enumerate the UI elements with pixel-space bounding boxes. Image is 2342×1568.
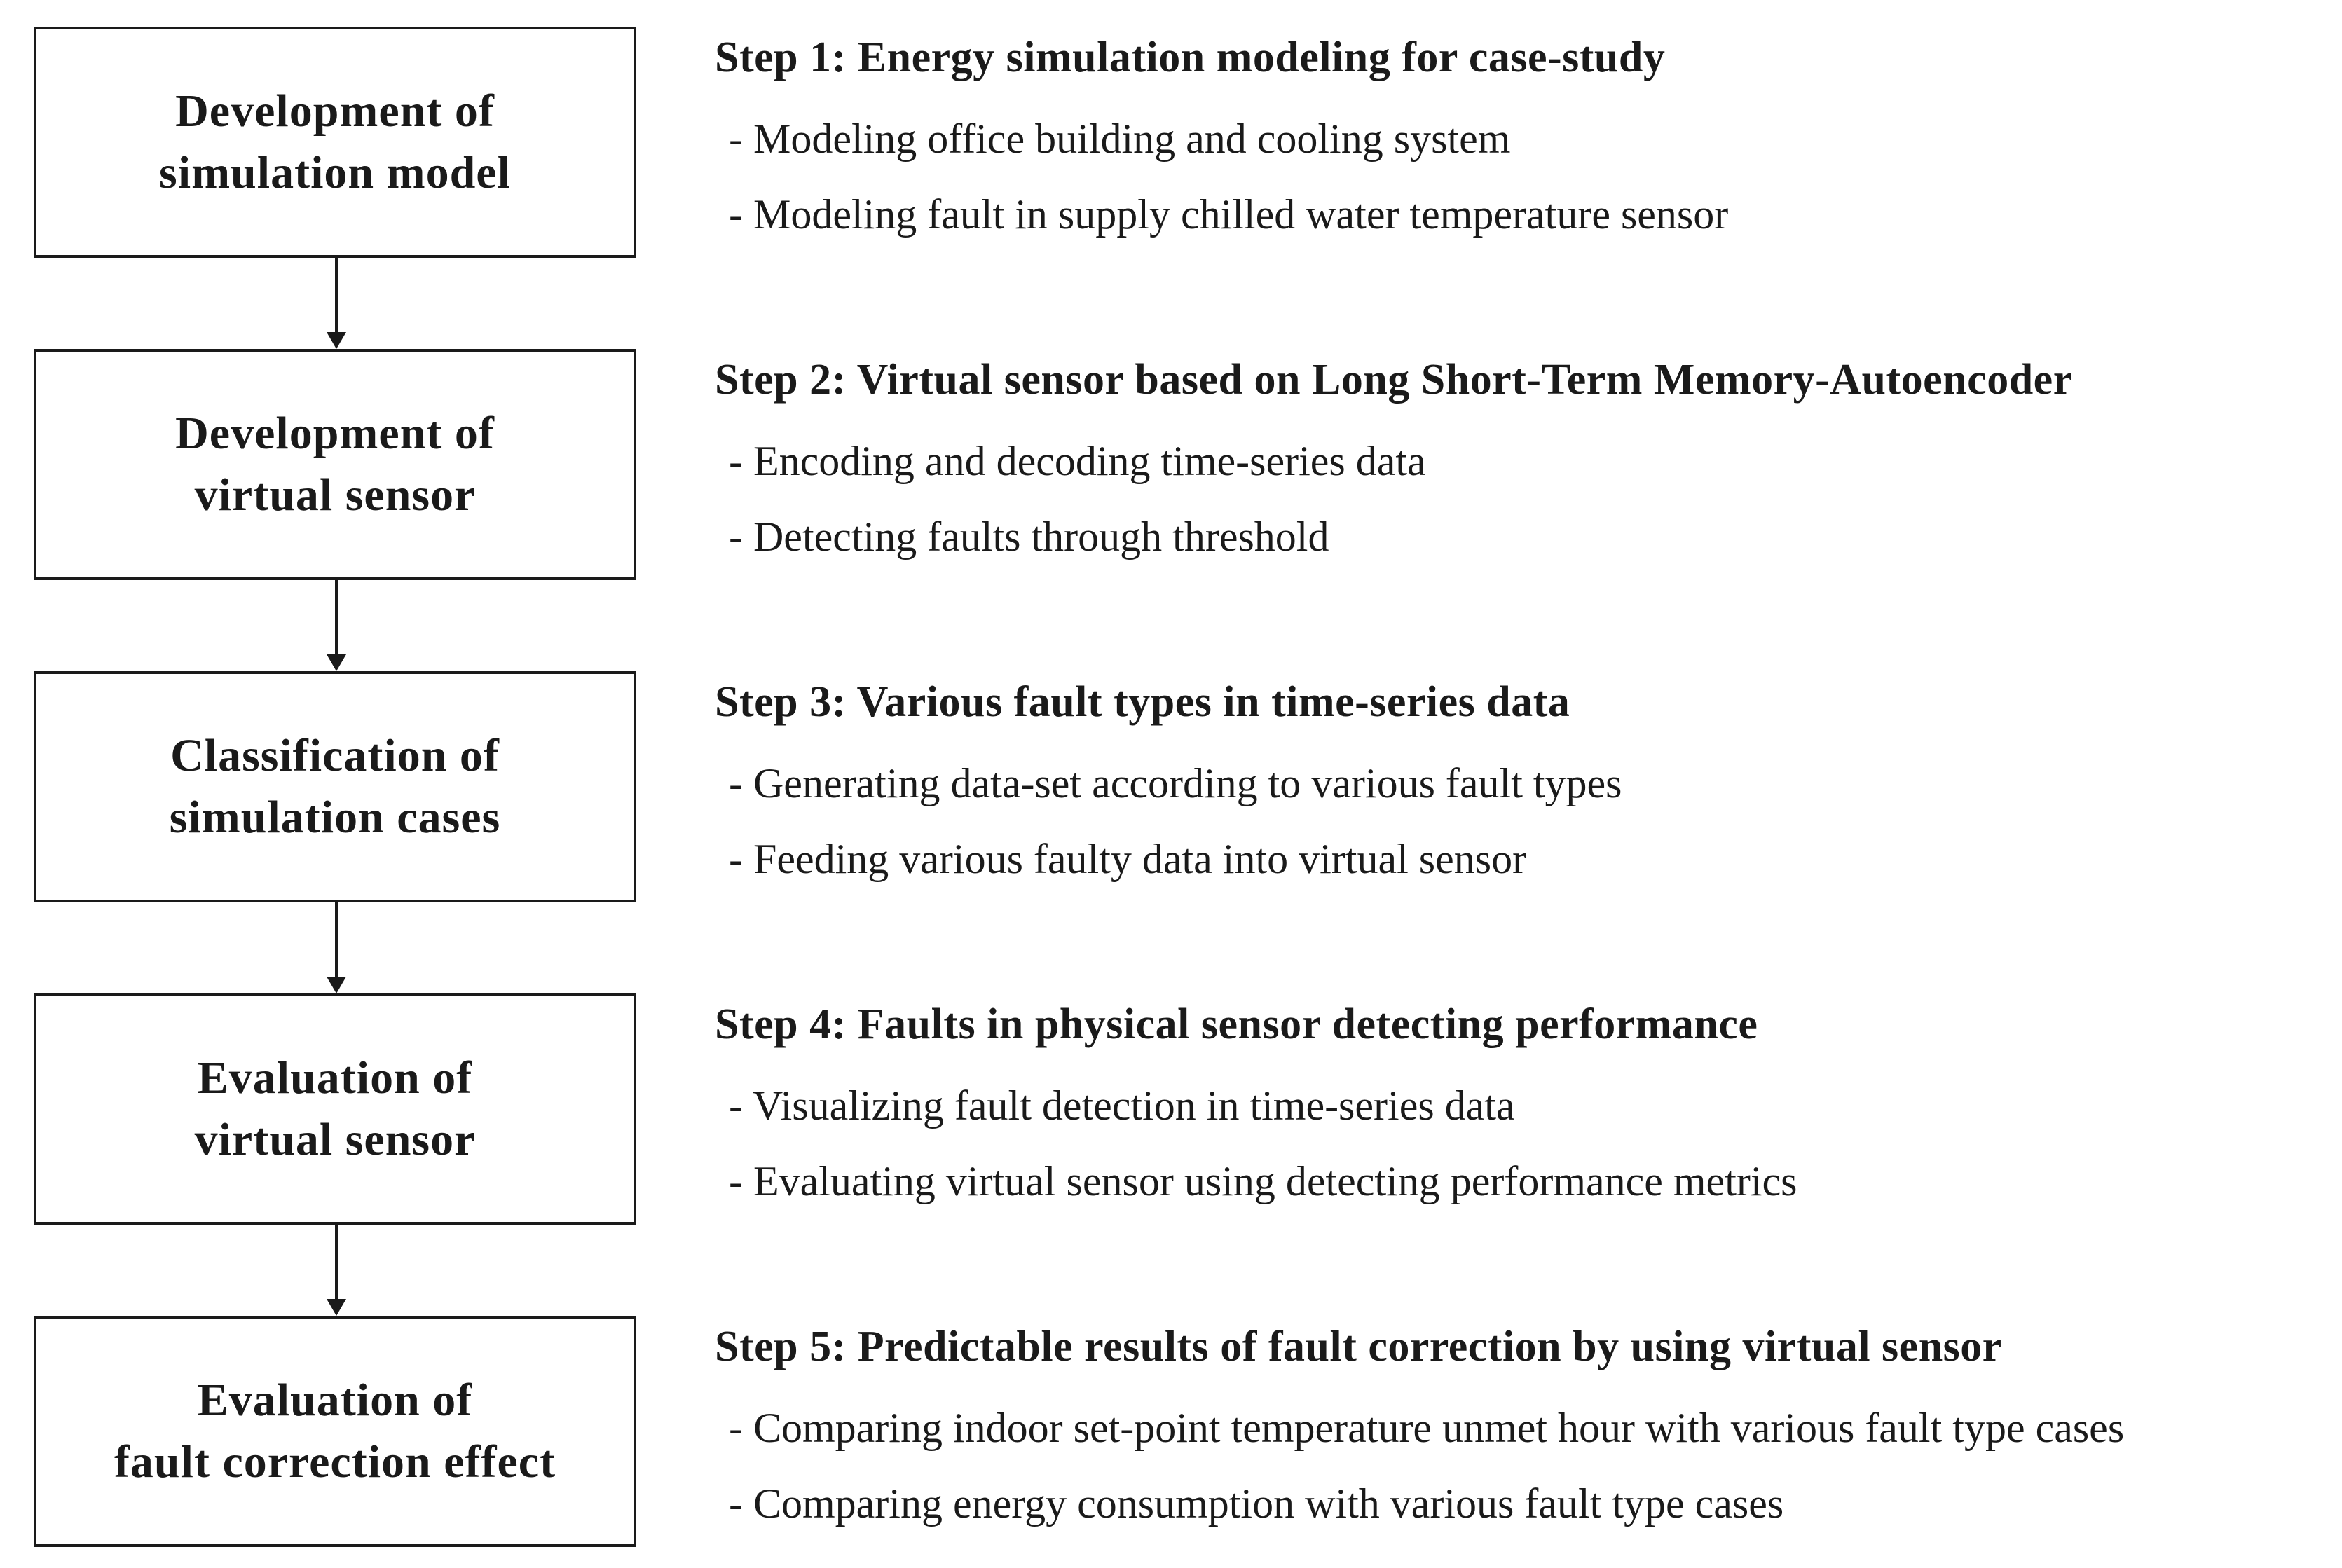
step-item: - Visualizing fault detection in time-se… [729,1082,1515,1129]
flow-arrowhead [327,1299,346,1316]
flow-arrowhead [327,332,346,349]
process-box-evaluation-sensor: Evaluation of virtual sensor [34,993,636,1225]
step-1-description: Step 1: Energy simulation modeling for c… [715,29,2334,252]
step-items: - Generating data-set according to vario… [715,745,2334,897]
flow-arrow-line [335,258,338,333]
step-2-description: Step 2: Virtual sensor based on Long Sho… [715,352,2334,575]
step-title: Step 4: Faults in physical sensor detect… [715,1000,1758,1048]
step-item: - Feeding various faulty data into virtu… [729,836,1527,882]
step-title: Step 3: Various fault types in time-seri… [715,678,1570,726]
step-item: - Modeling fault in supply chilled water… [729,191,1729,238]
step-title: Step 5: Predictable results of fault cor… [715,1323,2002,1370]
flow-arrow-line [335,1225,338,1300]
step-items: - Encoding and decoding time-series data… [715,423,2334,575]
step-title: Step 1: Energy simulation modeling for c… [715,34,1666,81]
box-title: Evaluation of fault correction effect [114,1375,556,1487]
box-title: Development of virtual sensor [175,408,495,521]
step-item: - Generating data-set according to vario… [729,760,1622,806]
flow-arrowhead [327,654,346,671]
box-title: Classification of simulation cases [169,730,501,843]
flow-arrow-line [335,580,338,656]
step-item: - Evaluating virtual sensor using detect… [729,1158,1797,1204]
step-item: - Modeling office building and cooling s… [729,116,1511,162]
step-items: - Modeling office building and cooling s… [715,101,2334,252]
step-items: - Visualizing fault detection in time-se… [715,1068,2334,1219]
box-title: Evaluation of virtual sensor [194,1052,476,1165]
step-items: - Comparing indoor set-point temperature… [715,1390,2334,1541]
step-5-description: Step 5: Predictable results of fault cor… [715,1319,2334,1541]
flow-arrowhead [327,977,346,993]
step-4-description: Step 4: Faults in physical sensor detect… [715,996,2334,1219]
process-box-virtual-sensor: Development of virtual sensor [34,349,636,580]
step-item: - Comparing indoor set-point temperature… [729,1405,2125,1451]
process-box-classification: Classification of simulation cases [34,671,636,902]
box-title: Development of simulation model [159,85,511,198]
flow-arrow-line [335,902,338,978]
step-item: - Comparing energy consumption with vari… [729,1480,1784,1527]
process-box-fault-correction: Evaluation of fault correction effect [34,1316,636,1547]
step-item: - Detecting faults through threshold [729,514,1329,560]
step-3-description: Step 3: Various fault types in time-seri… [715,674,2334,897]
step-title: Step 2: Virtual sensor based on Long Sho… [715,356,2073,404]
step-item: - Encoding and decoding time-series data [729,438,1426,484]
process-box-simulation-model: Development of simulation model [34,27,636,258]
